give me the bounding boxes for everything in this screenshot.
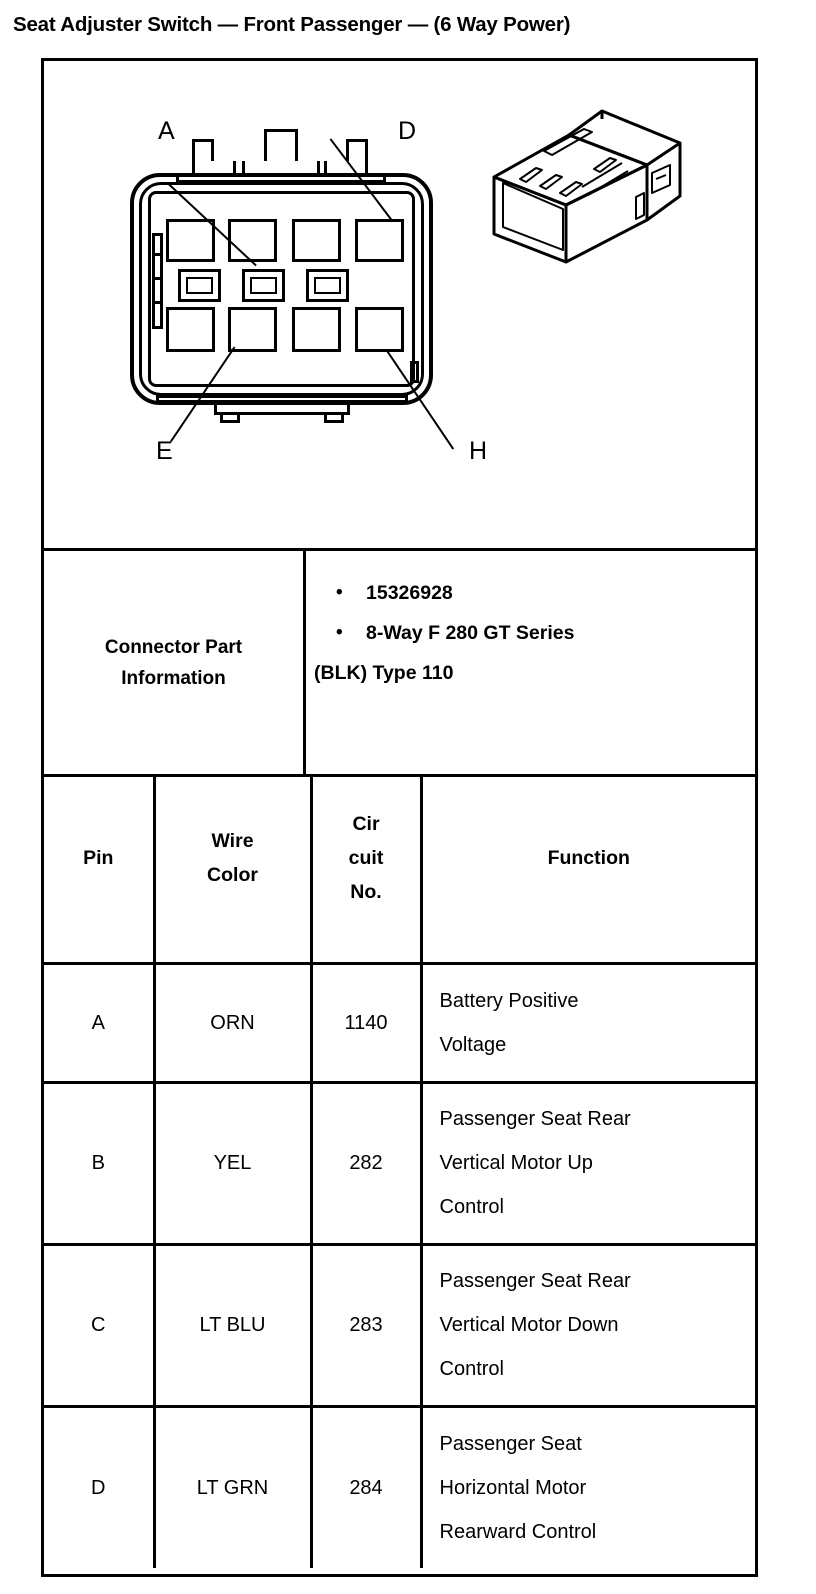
cell-pin: A [44,963,156,1084]
header-function-text: Function [547,847,630,870]
callout-label-h: H [469,437,488,465]
table-row: C LT BLU 283 Passenger Seat Rear Vertica… [44,1244,755,1408]
part-info-bottom-divider [44,774,755,777]
bottom-foot-left-icon [220,412,240,423]
cell-circuit-no: 1140 [311,963,423,1084]
function-line: Passenger Seat [439,1432,582,1455]
header-circuit-line1: Cir [352,813,380,836]
header-pin-text: Pin [83,847,114,870]
bullet-icon: • [336,622,343,643]
center-slot-1-icon [178,269,221,302]
cell-pin: B [44,1082,156,1246]
cell-function: Battery Positive Voltage [421,963,755,1084]
connector-part-information-row: Connector Part Information • 15326928 • … [44,551,755,774]
header-circuit-line2: cuit [348,847,384,870]
header-wire-line1: Wire [211,830,254,853]
column-header-function: Function [421,777,755,965]
connector-face-drawing: A D E H [124,117,487,464]
cavity-d [355,219,404,262]
function-line: Horizontal Motor [439,1476,587,1499]
cell-pin: C [44,1244,156,1408]
top-tab-center-icon [264,129,298,167]
connector-isometric-icon [492,109,682,264]
part-number-bullet-item: • 15326928 [314,573,745,613]
cell-wire-color: YEL [154,1082,313,1246]
connector-document-frame: A D E H [41,58,758,1577]
center-slot-3-icon [306,269,349,302]
cell-wire-color: ORN [154,963,313,1084]
function-line: Vertical Motor Up [439,1152,593,1174]
part-series-value: 8-Way F 280 GT Series [366,622,575,644]
cell-circuit-no: 282 [311,1082,423,1246]
connector-part-information-values: • 15326928 • 8-Way F 280 GT Series (BLK)… [306,551,755,774]
cavity-h [355,307,404,352]
function-line: Rearward Control [439,1520,597,1543]
cell-wire-color: LT BLU [154,1244,313,1408]
function-line: Passenger Seat Rear [439,1270,631,1292]
figure-bottom-divider [44,548,755,551]
rail-tick-1-icon [154,253,161,256]
cavity-a [166,219,215,262]
cavity-f [228,307,277,352]
part-number-value: 15326928 [366,582,453,604]
right-side-notch-icon [410,361,419,383]
part-info-label-line1: Connector Part [104,636,243,658]
cell-circuit-no: 284 [311,1406,423,1568]
connector-part-information-label: Connector Part Information [44,551,306,774]
cell-function: Passenger Seat Horizontal Motor Rearward… [421,1406,755,1568]
cavity-e [166,307,215,352]
pin-assignment-table: Pin Wire Color Cir cuit No. Function A [44,777,755,1568]
part-info-label-line2: Information [121,667,226,689]
table-header-row: Pin Wire Color Cir cuit No. Function [44,777,755,965]
cell-function: Passenger Seat Rear Vertical Motor Down … [421,1244,755,1408]
function-line: Vertical Motor Down [439,1314,619,1336]
function-line: Control [439,1358,504,1380]
callout-label-a: A [158,117,175,145]
function-line: Voltage [439,1033,507,1056]
function-line: Control [439,1196,504,1218]
cell-function: Passenger Seat Rear Vertical Motor Up Co… [421,1082,755,1246]
cell-wire-color: LT GRN [154,1406,313,1568]
callout-label-d: D [398,117,417,145]
cavity-g [292,307,341,352]
bottom-foot-right-icon [324,412,344,423]
column-header-circuit-no: Cir cuit No. [311,777,423,965]
cavity-b [228,219,277,262]
function-line: Battery Positive [439,989,579,1012]
connector-isometric-view [484,99,699,264]
connector-shell-inner [148,191,415,387]
callout-label-e: E [156,437,173,465]
header-circuit-line3: No. [350,881,382,904]
function-line: Passenger Seat Rear [439,1108,631,1130]
part-series-continuation: (BLK) Type 110 [314,662,454,684]
cavity-c [292,219,341,262]
header-wire-line2: Color [207,864,258,887]
column-header-wire-color: Wire Color [154,777,313,965]
rail-tick-3-icon [154,301,161,304]
table-row: A ORN 1140 Battery Positive Voltage [44,963,755,1084]
left-side-rail-icon [152,233,163,329]
connector-figure-area: A D E H [44,61,755,548]
bottom-latch-icon [214,401,350,415]
rail-tick-2-icon [154,277,161,280]
column-header-pin: Pin [44,777,156,965]
part-series-bullet-item: • 8-Way F 280 GT Series [314,613,745,653]
bullet-icon: • [336,582,343,603]
page-title: Seat Adjuster Switch — Front Passenger —… [13,13,571,36]
connector-shell-middle [139,182,424,396]
table-row: D LT GRN 284 Passenger Seat Horizontal M… [44,1406,755,1568]
table-row: B YEL 282 Passenger Seat Rear Vertical M… [44,1082,755,1246]
center-slot-2-icon [242,269,285,302]
cell-pin: D [44,1406,156,1568]
cell-circuit-no: 283 [311,1244,423,1408]
